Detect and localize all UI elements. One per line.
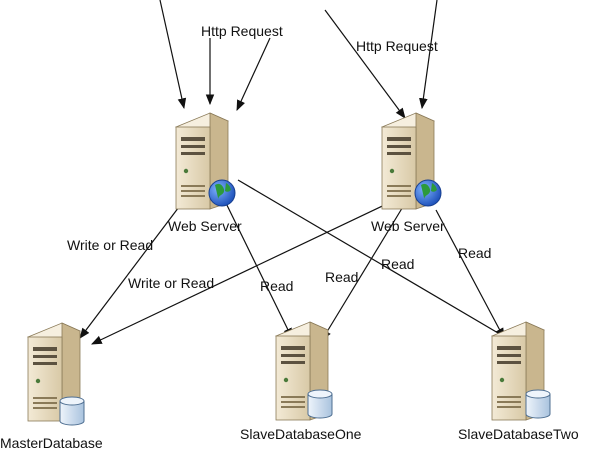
write-read-arrow	[79, 194, 189, 339]
read-arrow	[221, 194, 293, 339]
web-server-left-label: Web Server	[168, 218, 242, 234]
read-arrow	[321, 204, 405, 341]
master-database-label: MasterDatabase	[0, 435, 103, 451]
read-arrow	[435, 209, 505, 339]
server-tower-icon	[26, 322, 82, 422]
read-label: Read	[325, 269, 359, 285]
slave-database-two-label: SlaveDatabaseTwo	[458, 426, 579, 442]
web-server-right	[380, 112, 442, 210]
write-read-arrow	[91, 199, 396, 345]
globe-icon	[208, 179, 236, 207]
master-database-server	[26, 322, 85, 426]
request-arrow	[159, 0, 187, 110]
database-cylinder-icon	[307, 389, 333, 419]
slave-database-two-server	[490, 321, 551, 421]
read-label: Read	[381, 256, 415, 272]
globe-icon	[414, 179, 442, 207]
read-label: Read	[458, 245, 492, 261]
http-request-label-left: Http Request	[201, 23, 283, 39]
read-label: Read	[260, 278, 294, 294]
database-cylinder-icon	[525, 389, 551, 419]
write-or-read-label: Write or Read	[128, 275, 215, 291]
db-connection-arrows	[79, 179, 511, 345]
http-request-label-right: Http Request	[356, 38, 438, 54]
read-arrow	[237, 179, 511, 341]
write-or-read-label: Write or Read	[67, 237, 154, 253]
database-cylinder-icon	[59, 396, 85, 426]
server-tower-icon	[174, 112, 230, 210]
request-arrow	[236, 37, 271, 111]
request-arrow	[419, 0, 438, 110]
request-arrow	[324, 9, 406, 119]
web-server-right-label: Web Server	[371, 218, 445, 234]
server-tower-icon	[274, 321, 330, 421]
slave-database-one-label: SlaveDatabaseOne	[240, 426, 362, 442]
slave-database-one-server	[274, 321, 333, 421]
incoming-request-arrows	[159, 0, 438, 119]
web-server-left	[174, 112, 236, 210]
